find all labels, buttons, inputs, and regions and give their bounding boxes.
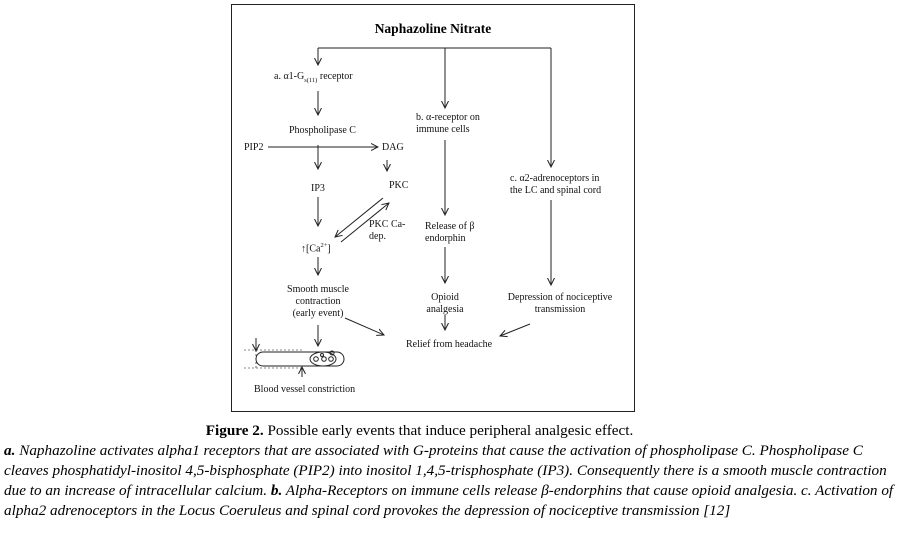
calcium-label: ↑[Ca2+]	[301, 240, 331, 255]
alpha2-adrenoceptors-label: c. α2-adrenoceptors in the LC and spinal…	[510, 173, 601, 197]
figure-label: Figure 2.	[205, 422, 264, 439]
dag-label: DAG	[382, 142, 404, 153]
phospholipase-c-label: Phospholipase C	[289, 125, 356, 136]
smooth-muscle-line-3: (early event)	[292, 308, 344, 319]
calcium-sup: 2+	[320, 242, 328, 249]
pkc-ca-dep-line-2: dep.	[369, 231, 386, 242]
pkc-ca-dep-line-1: PKC Ca-	[369, 219, 406, 230]
depression-nociceptive-line-2: transmission	[534, 304, 586, 315]
alpha1-receptor-post: receptor	[317, 71, 353, 82]
depression-nociceptive-label: Depression of nociceptive transmission	[504, 292, 616, 316]
release-endorphin-line-2: endorphin	[425, 233, 466, 244]
calcium-pre: ↑[Ca	[301, 243, 321, 255]
diagram-frame: Naphazoline Nitrate	[231, 4, 635, 412]
pkc-label: PKC	[389, 180, 409, 191]
alpha-receptor-immune-line-2: immune cells	[416, 124, 470, 135]
pip2-label: PIP2	[244, 142, 264, 153]
smooth-muscle-line-2: contraction	[295, 296, 341, 307]
caption-b-text: Alpha-Receptors on immune cells release …	[4, 482, 894, 519]
depression-nociceptive-line-1: Depression of nociceptive	[507, 292, 613, 303]
smooth-muscle-label: Smooth muscle contraction (early event)	[282, 284, 354, 320]
alpha2-adrenoceptors-line-1: c. α2-adrenoceptors in	[510, 173, 600, 184]
blood-vessel-illustration	[244, 349, 345, 369]
caption-b-label: b.	[267, 482, 283, 499]
caption-body: a. Naphazoline activates alpha1 receptor…	[4, 441, 895, 521]
ip3-label: IP3	[311, 183, 325, 194]
figure-caption: Figure 2. Possible early events that ind…	[4, 421, 895, 521]
caption-a-label: a.	[4, 442, 16, 459]
pkc-ca-dep-label: PKC Ca- dep.	[369, 219, 405, 243]
alpha1-receptor-label: a. α1-Gs(11) receptor	[274, 71, 353, 87]
opioid-analgesia-line-2: analgesia	[426, 304, 464, 315]
arrow-smooth-to-relief	[344, 317, 384, 335]
caption-a-text: Naphazoline activates alpha1 receptors t…	[4, 442, 887, 499]
opioid-analgesia-line-1: Opioid	[431, 292, 459, 303]
opioid-analgesia-label: Opioid analgesia	[421, 292, 469, 316]
relief-headache-label: Relief from headache	[406, 339, 493, 350]
arrow-pkc-to-ca	[335, 197, 384, 237]
alpha1-receptor-sub: s(11)	[304, 77, 318, 84]
alpha1-receptor-pre: a. α1-G	[274, 71, 305, 82]
figure-title: Possible early events that induce periph…	[263, 422, 634, 439]
caption-heading: Figure 2. Possible early events that ind…	[4, 421, 835, 441]
arrow-layer	[244, 47, 636, 377]
alpha2-adrenoceptors-line-2: the LC and spinal cord	[510, 185, 602, 196]
arrow-ca-to-pkc	[340, 203, 389, 243]
arrow-depression-to-relief	[500, 323, 531, 336]
alpha-receptor-immune-line-1: b. α-receptor on	[416, 112, 480, 123]
release-endorphin-line-1: Release of β	[425, 221, 475, 232]
diagram-title: Naphazoline Nitrate	[374, 21, 492, 36]
calcium-post: ]	[327, 243, 331, 255]
release-endorphin-label: Release of β endorphin	[425, 221, 475, 245]
alpha-receptor-immune-label: b. α-receptor on immune cells	[416, 112, 480, 136]
blood-vessel-label: Blood vessel constriction	[254, 384, 356, 395]
smooth-muscle-line-1: Smooth muscle	[287, 284, 349, 295]
